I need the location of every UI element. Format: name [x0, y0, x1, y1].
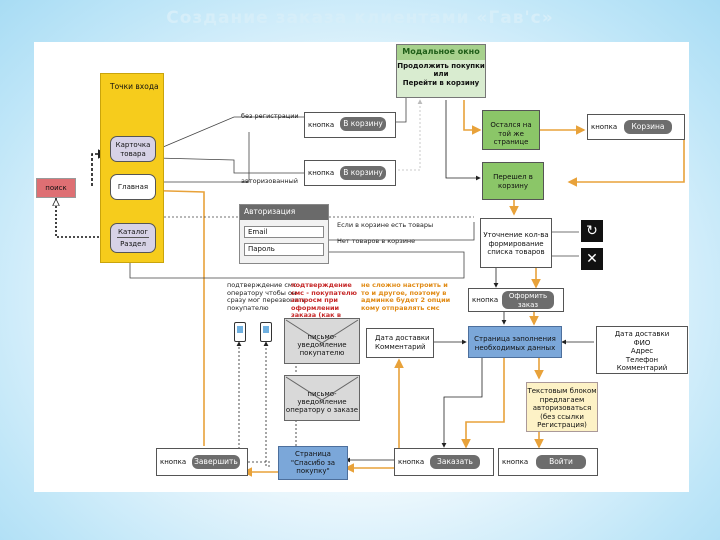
cart-button[interactable]: Корзина — [624, 120, 672, 134]
to-cart-button-2[interactable]: В корзину — [340, 166, 386, 180]
product-card-node[interactable]: Карточка товара — [110, 136, 156, 162]
button-word: кнопка — [308, 169, 335, 177]
main-page-label: Главная — [117, 183, 149, 191]
button-word: кнопка — [398, 458, 425, 466]
order-button[interactable]: Заказать — [430, 455, 480, 469]
delivery-comment-label: Дата доставки Комментарий — [375, 334, 430, 351]
phone-icon — [260, 322, 272, 342]
phone-icon — [234, 322, 246, 342]
email-field[interactable]: Email — [244, 225, 324, 238]
thanks-page-label: Страница "Спасибо за покупку" — [290, 450, 336, 475]
field-item: Дата доставки — [614, 330, 670, 338]
clarify-quantity-node: Уточнение кол-ва формирование списка тов… — [480, 218, 552, 268]
to-cart-button-1[interactable]: В корзину — [340, 117, 386, 131]
button-word: кнопка — [591, 123, 618, 131]
authorization-form: Авторизация Email Пароль — [239, 204, 329, 264]
modal-line-3: Перейти в корзину — [402, 78, 480, 87]
button-word: кнопка — [502, 458, 529, 466]
authorized-label: авторизованный — [241, 177, 299, 185]
field-item: ФИО — [633, 338, 651, 347]
search-node[interactable]: поиск — [36, 178, 76, 198]
fill-data-page-node: Страница заполнения необходимых данных — [468, 326, 562, 358]
flow-diagram: Точки входа Карточка товара Главная Ката… — [34, 42, 689, 492]
operator-letter-label: письмо-уведомление оператору о заказе — [285, 390, 359, 414]
finish-button[interactable]: Завершить — [192, 455, 240, 469]
buyer-letter-envelope: письмо-уведомление покупателю — [284, 318, 360, 364]
stayed-on-page-node: Остался на той же странице — [482, 110, 540, 150]
connector-lines — [34, 86, 685, 477]
no-registration-label: без регистрации — [241, 112, 299, 120]
button-word: кнопка — [160, 458, 187, 466]
product-card-label: Карточка товара — [115, 141, 151, 158]
button-word: кнопка — [472, 296, 499, 304]
catalog-label: Каталог — [117, 228, 149, 238]
main-page-node[interactable]: Главная — [110, 174, 156, 200]
sms-operator-note: подтверждение смс - оператору чтобы он с… — [227, 281, 307, 312]
search-label: поиск — [45, 184, 67, 192]
fields-list-node: Дата доставки ФИО Адрес Телефон Коммента… — [596, 326, 688, 374]
slide-title: Создание заказа клиентами «Гав'с» — [166, 8, 554, 28]
login-prompt-label: Текстовым блоком предлагаем авторизовать… — [527, 387, 597, 429]
field-item: Комментарий — [616, 364, 668, 372]
operator-letter-envelope: письмо-уведомление оператору о заказе — [284, 375, 360, 421]
login-prompt-node: Текстовым блоком предлагаем авторизовать… — [526, 382, 598, 432]
catalog-node[interactable]: Каталог Раздел — [110, 223, 156, 253]
button-word: кнопка — [308, 121, 335, 129]
went-cart-label: Перешел в корзину — [493, 173, 533, 190]
password-field[interactable]: Пароль — [244, 243, 324, 256]
went-to-cart-node: Перешел в корзину — [482, 162, 544, 200]
authorization-title: Авторизация — [240, 205, 328, 220]
entry-points-heading: Точки входа — [110, 82, 159, 91]
section-label: Раздел — [120, 239, 146, 248]
stayed-label: Остался на той же странице — [490, 121, 532, 146]
buyer-letter-label: письмо-уведомление покупателю — [297, 333, 347, 357]
modal-line-1: Продолжить покупки — [397, 61, 485, 70]
thanks-page-node: Страница "Спасибо за покупку" — [278, 446, 348, 480]
fill-page-label: Страница заполнения необходимых данных — [474, 335, 556, 352]
refresh-icon[interactable]: ↻ — [581, 220, 603, 242]
envelope-icon — [285, 319, 359, 344]
clarify-label: Уточнение кол-ва формирование списка тов… — [483, 231, 549, 256]
cart-empty-label: Нет товаров в корзине — [337, 237, 416, 245]
sms-settings-note: не сложно настроить и то и другое, поэто… — [361, 281, 451, 312]
delivery-comment-node: Дата доставки Комментарий — [366, 328, 434, 358]
field-item: Телефон — [625, 355, 659, 364]
field-item: Адрес — [630, 347, 654, 355]
login-button[interactable]: Войти — [536, 455, 586, 469]
cart-has-items-label: Если в корзине есть товары — [337, 221, 434, 229]
envelope-icon — [285, 376, 359, 401]
close-icon[interactable]: ✕ — [581, 248, 603, 270]
checkout-button[interactable]: Оформить заказ — [502, 291, 554, 309]
modal-line-2: или — [433, 70, 449, 78]
modal-title: Модальное окно — [397, 45, 485, 60]
modal-window-node: Модальное окно Продолжить покупки или Пе… — [396, 44, 486, 98]
